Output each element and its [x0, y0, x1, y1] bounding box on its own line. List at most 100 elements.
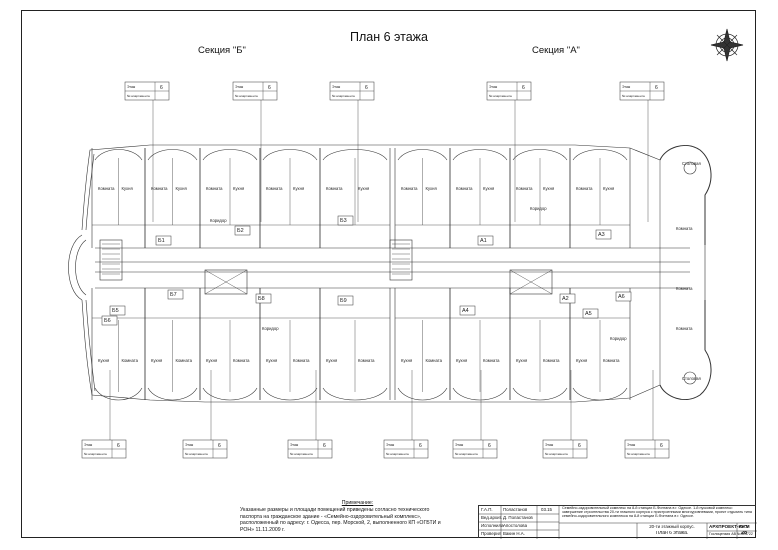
room-label: Комната [676, 286, 693, 291]
room-label: Комната [176, 358, 193, 363]
tag-floor-label: Этаж [127, 85, 136, 89]
sheet-title-line: 20-ти этажный корпус. [649, 524, 695, 529]
tag-floor-value: 6 [323, 443, 326, 449]
title-block: Г.А.П. Вед.архит. Исполнила Проверил Пол… [478, 505, 757, 539]
date-cell: 03.15 [541, 507, 552, 512]
project-description: Семейно-оздоровительный комплекс на 8-й … [562, 506, 752, 519]
role-cell: Вед.архит. [481, 515, 503, 520]
room-label: Столовая [682, 376, 701, 381]
room-label: Комната [122, 358, 139, 363]
room-label: Комната [358, 358, 375, 363]
name-cell: Вакин Н.А. [503, 531, 525, 536]
room-label: Комната [426, 358, 443, 363]
tag-floor-value: 6 [578, 443, 581, 449]
room-label: Комната [603, 358, 620, 363]
sheet-frame [21, 10, 756, 538]
room-label: Кухня [483, 186, 494, 191]
tag-floor-value: 6 [419, 443, 422, 449]
tag-floor-value: 6 [488, 443, 491, 449]
tag-floor-label: Этаж [235, 85, 244, 89]
unit-label: Б8 [258, 296, 265, 302]
tag-apt-label: № апартамента [627, 452, 650, 456]
unit-label: Б6 [104, 318, 111, 324]
room-label: Кухня [603, 186, 614, 191]
name-cell: Д. Поластанов [503, 515, 533, 520]
room-label: Кухня [326, 358, 337, 363]
unit-label: Б9 [340, 298, 347, 304]
unit-label: А1 [480, 238, 487, 244]
role-cell: Г.А.П. [481, 507, 493, 512]
room-label: Кухня [426, 186, 437, 191]
notes-line: РОН» 11.11.2009 г. [240, 526, 285, 533]
unit-label: А5 [585, 311, 592, 317]
title-block-grid [479, 506, 757, 539]
room-label: Кухня [206, 358, 217, 363]
name-cell: Апостолова [503, 523, 528, 528]
tag-floor-value: 6 [268, 85, 271, 91]
tag-apt-label: № апартамента [545, 452, 568, 456]
tag-apt-label: № апартамента [290, 452, 313, 456]
sheet-number: 28 [741, 531, 748, 536]
tag-floor-label: Этаж [386, 443, 395, 447]
unit-label: А3 [598, 232, 605, 238]
notes-line: паспорта на гражданское здание - «Семейн… [240, 513, 422, 520]
room-label: Комната [676, 326, 693, 331]
room-label: Кухня [176, 186, 187, 191]
tag-floor-value: 6 [117, 443, 120, 449]
sheet-label: Лист [739, 524, 749, 529]
unit-label: Б7 [170, 292, 177, 298]
notes-block: Примечание: Указанные размеры и площади … [240, 500, 475, 533]
room-label: Комната [576, 186, 593, 191]
room-label: Кухня [266, 358, 277, 363]
room-label: Комната [233, 358, 250, 363]
room-label: Кухня [358, 186, 369, 191]
room-label: Комната [326, 186, 343, 191]
room-label: Комната [151, 186, 168, 191]
room-label: Комната [401, 186, 418, 191]
tag-apt-label: № апартамента [84, 452, 107, 456]
section-a-label: Секция "А" [532, 45, 580, 56]
section-b-label: Секция "Б" [198, 45, 246, 56]
tag-floor-value: 6 [365, 85, 368, 91]
room-label: Кухня [122, 186, 133, 191]
unit-label: А4 [462, 308, 469, 314]
tag-apt-label: № апартамента [622, 94, 645, 98]
unit-label: Б1 [158, 238, 165, 244]
room-label: Комната [266, 186, 283, 191]
role-cell: Проверил [481, 531, 502, 536]
room-label: Комната [483, 358, 500, 363]
room-label: Комната [293, 358, 310, 363]
tag-apt-label: № апартамента [235, 94, 258, 98]
tag-floor-label: Этаж [489, 85, 498, 89]
room-label: Комната [206, 186, 223, 191]
tag-floor-label: Этаж [455, 443, 464, 447]
notes-line: Указанные размеры и площади помещений пр… [240, 507, 430, 514]
room-label: Комната [98, 186, 115, 191]
room-label: Кухня [293, 186, 304, 191]
unit-label: Б3 [340, 218, 347, 224]
unit-label: А6 [618, 294, 625, 300]
room-label: Комната [456, 186, 473, 191]
license-text: Гослицензия АВ №314722 [709, 532, 753, 536]
unit-label: Б2 [237, 228, 244, 234]
tag-floor-label: Этаж [332, 85, 341, 89]
unit-label: А2 [562, 296, 569, 302]
tag-floor-label: Этаж [185, 443, 194, 447]
notes-line: расположенный по адресу: г. Одесса, пер.… [240, 520, 441, 527]
unit-label: Б5 [112, 308, 119, 314]
tag-apt-label: № апартамента [127, 94, 150, 98]
tag-apt-label: № апартамента [185, 452, 208, 456]
tag-floor-value: 6 [522, 85, 525, 91]
tag-floor-value: 6 [218, 443, 221, 449]
tag-floor-label: Этаж [84, 443, 93, 447]
page-title: План 6 этажа [350, 30, 428, 44]
room-label: Кухня [543, 186, 554, 191]
tag-apt-label: № апартамента [489, 94, 512, 98]
room-label: Кухня [233, 186, 244, 191]
sheet-title-line: План 6 этажа. [655, 531, 689, 536]
firm-name: АРХПРОЕКТ-ЮГМ [709, 524, 750, 529]
room-label: Кухня [98, 358, 109, 363]
room-label: Кухня [151, 358, 162, 363]
